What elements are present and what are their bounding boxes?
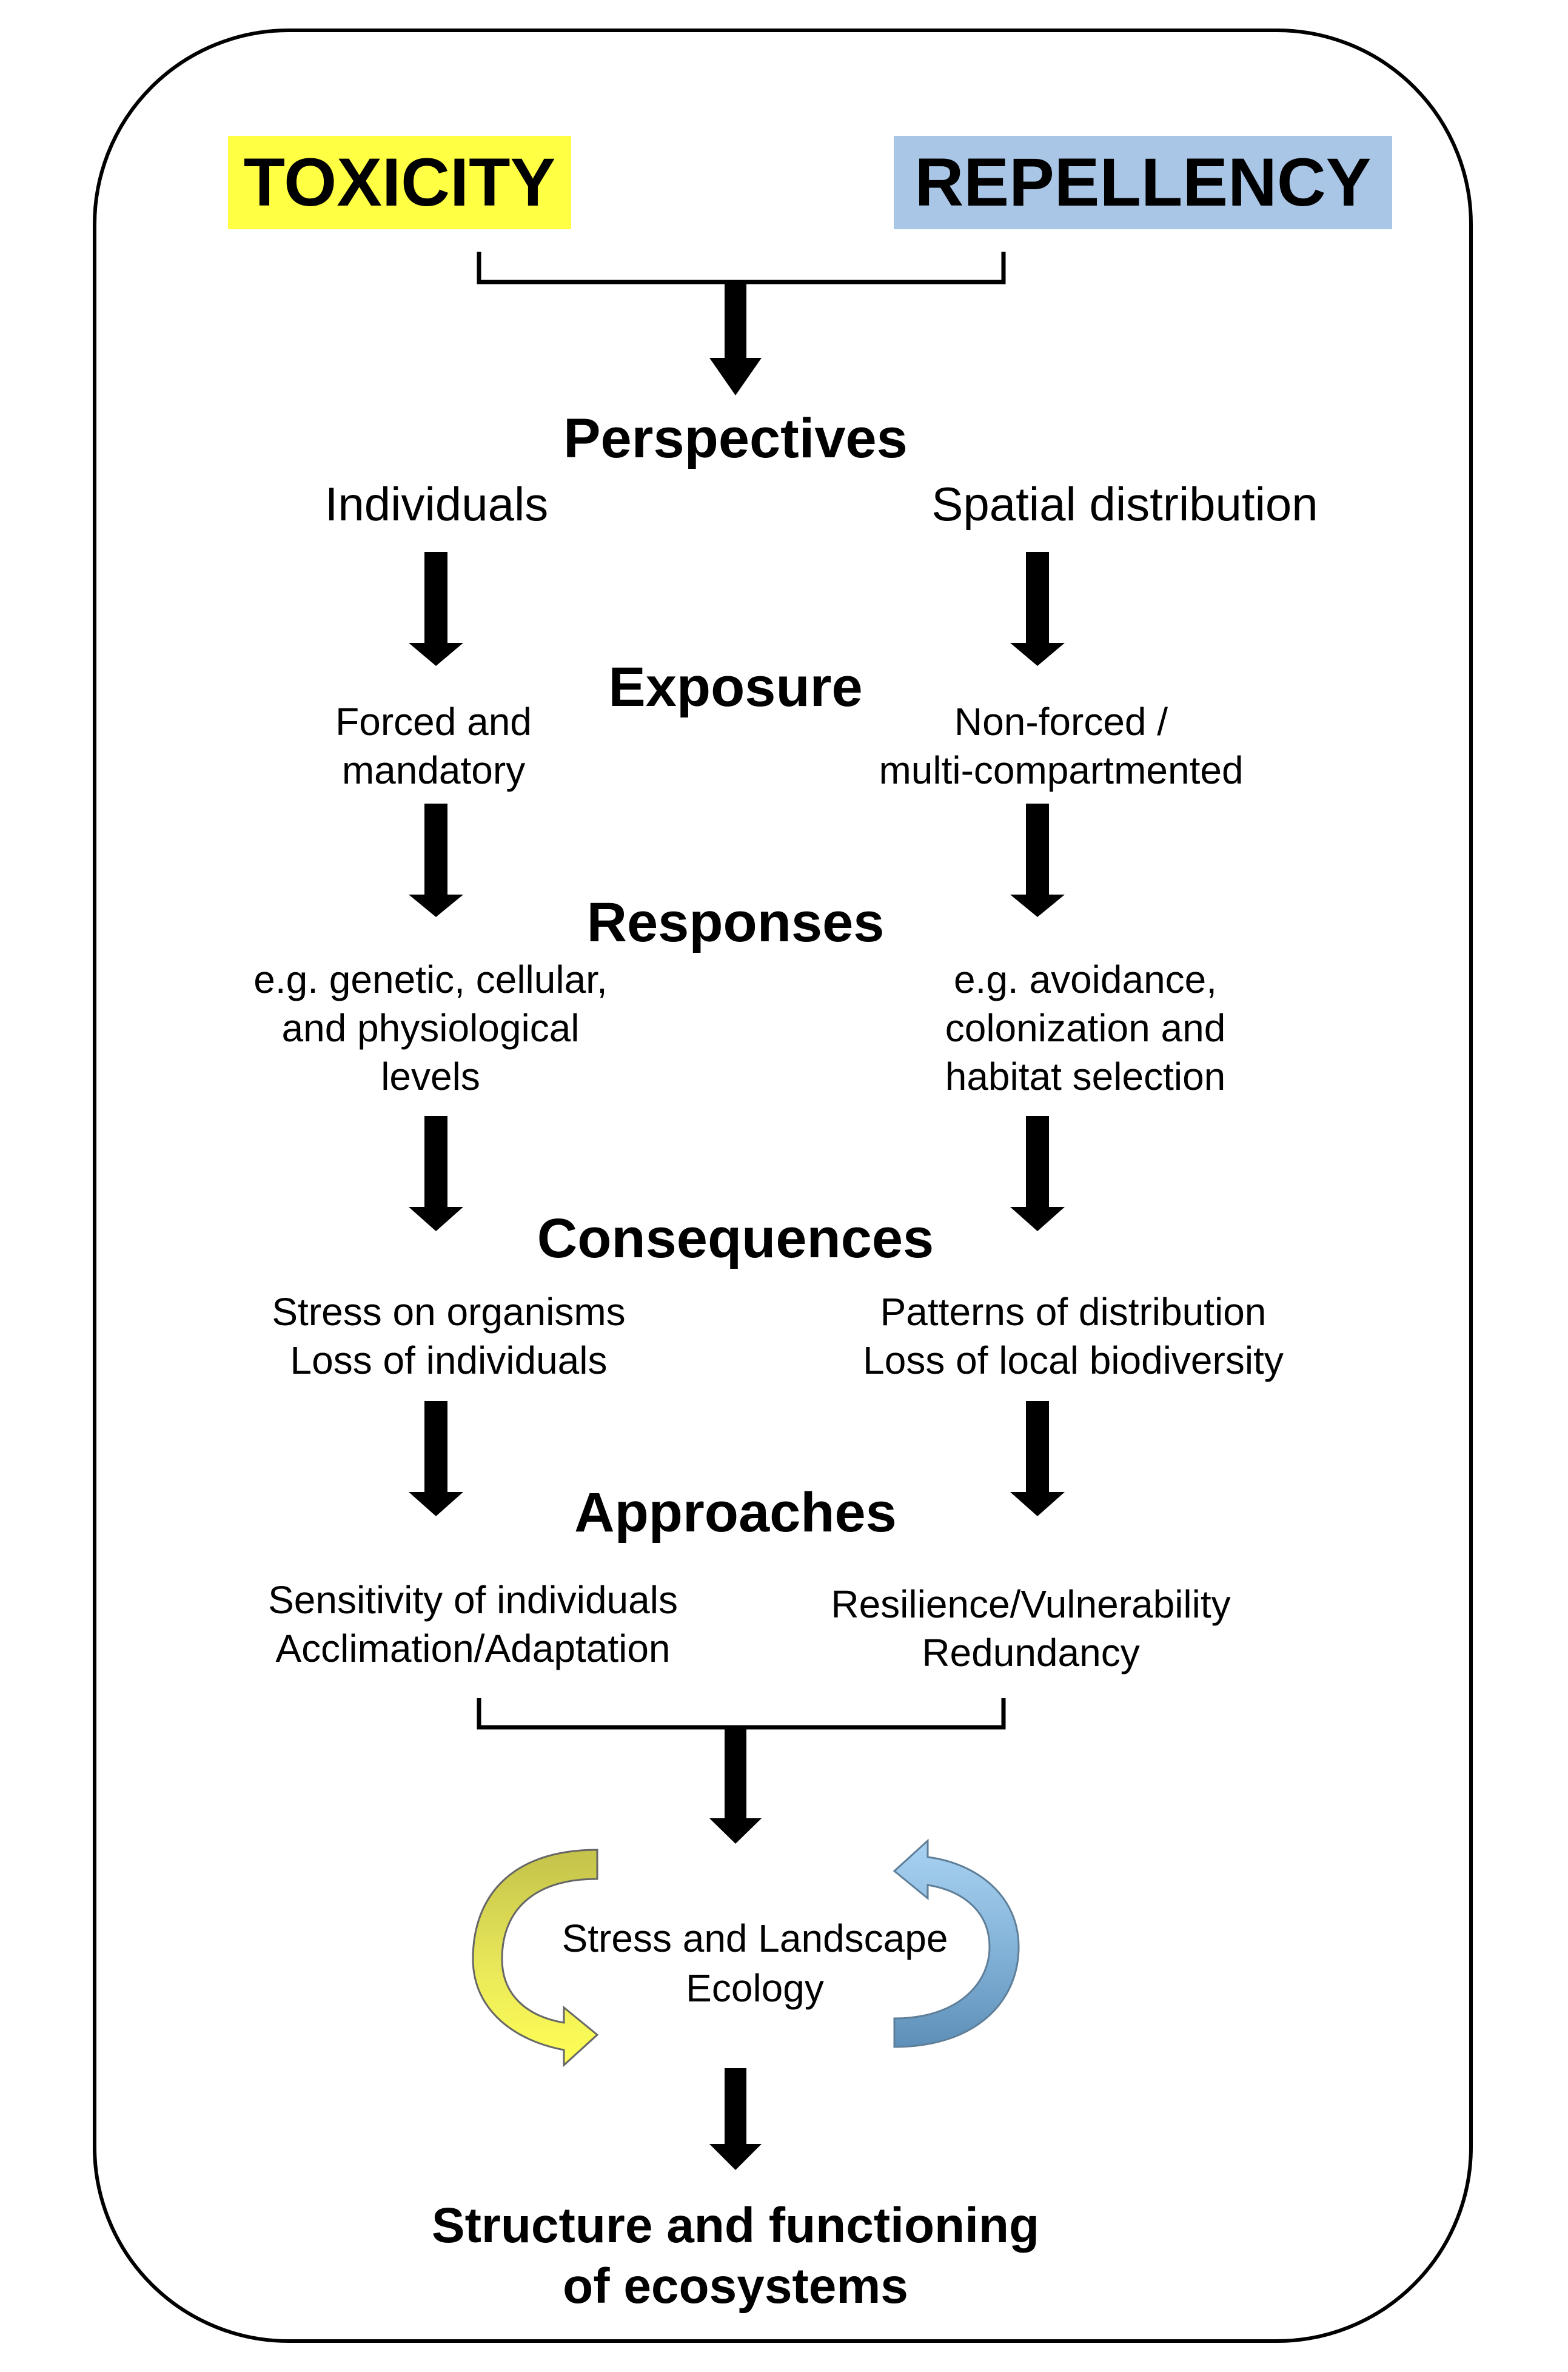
approaches-right-line: Redundancy	[922, 1631, 1140, 1675]
down-arrow-icon	[1010, 552, 1065, 666]
responses-right: e.g. avoidance, colonization and habitat…	[867, 955, 1304, 1101]
repellency-box: REPELLENCY	[894, 136, 1392, 229]
responses-left-line: e.g. genetic, cellular,	[253, 958, 608, 1001]
exposure-heading: Exposure	[608, 656, 863, 718]
blue-cycle-arrow-icon	[893, 1838, 1020, 2048]
yellow-cycle-arrow-icon	[472, 1849, 599, 2068]
responses-right-line: e.g. avoidance,	[953, 958, 1218, 1001]
exposure-left-line: Forced and	[335, 700, 532, 744]
final-outcome-line: of ecosystems	[563, 2259, 908, 2314]
responses-right-line: colonization and	[945, 1006, 1226, 1050]
toxicity-box: TOXICITY	[228, 136, 571, 229]
down-arrow-icon	[1010, 1116, 1065, 1231]
approaches-left-line: Sensitivity of individuals	[268, 1578, 678, 1622]
final-outcome: Structure and functioning of ecosystems	[366, 2196, 1105, 2317]
responses-left: e.g. genetic, cellular, and physiologica…	[200, 955, 661, 1101]
responses-heading: Responses	[586, 892, 885, 953]
consequences-left-line: Stress on organisms	[272, 1290, 626, 1334]
responses-left-line: levels	[381, 1055, 480, 1098]
approaches-right: Resilience/Vulnerability Redundancy	[794, 1580, 1267, 1677]
perspectives-right: Spatial distribution	[931, 477, 1318, 531]
exposure-right-line: multi-compartmented	[879, 748, 1244, 792]
exposure-right: Non-forced / multi-compartmented	[819, 697, 1304, 795]
down-arrow-icon	[709, 1727, 762, 1844]
perspectives-heading: Perspectives	[563, 408, 908, 469]
down-arrow-icon	[1010, 804, 1065, 917]
consequences-right-line: Patterns of distribution	[880, 1290, 1267, 1334]
consequences-left: Stress on organisms Loss of individuals	[230, 1288, 667, 1385]
exposure-left: Forced and mandatory	[236, 697, 631, 795]
bottom-bracket-icon	[477, 1698, 1006, 1730]
top-bracket-icon	[477, 252, 1006, 284]
down-arrow-icon	[1010, 1401, 1065, 1516]
cycle-label-line: Stress and Landscape	[561, 1917, 948, 1960]
exposure-left-line: mandatory	[341, 748, 526, 792]
down-arrow-icon	[409, 552, 463, 666]
down-arrow-icon	[709, 2068, 762, 2170]
consequences-heading: Consequences	[537, 1208, 934, 1269]
consequences-left-line: Loss of individuals	[290, 1339, 608, 1382]
final-outcome-line: Structure and functioning	[431, 2198, 1040, 2253]
exposure-right-line: Non-forced /	[954, 700, 1168, 744]
perspectives-left: Individuals	[324, 477, 549, 531]
down-arrow-icon	[709, 282, 762, 395]
approaches-right-line: Resilience/Vulnerability	[831, 1582, 1231, 1626]
responses-left-line: and physiological	[281, 1006, 580, 1050]
down-arrow-icon	[409, 1116, 463, 1231]
outer-frame	[93, 29, 1473, 2343]
approaches-left-line: Acclimation/Adaptation	[275, 1627, 671, 1670]
down-arrow-icon	[409, 804, 463, 917]
approaches-heading: Approaches	[574, 1482, 897, 1544]
responses-right-line: habitat selection	[945, 1055, 1226, 1098]
down-arrow-icon	[409, 1401, 463, 1516]
approaches-left: Sensitivity of individuals Acclimation/A…	[230, 1576, 715, 1673]
consequences-right-line: Loss of local biodiversity	[863, 1339, 1284, 1382]
consequences-right: Patterns of distribution Loss of local b…	[812, 1288, 1334, 1385]
cycle-label-line: Ecology	[686, 1966, 824, 2010]
cycle-label: Stress and Landscape Ecology	[515, 1913, 994, 2013]
